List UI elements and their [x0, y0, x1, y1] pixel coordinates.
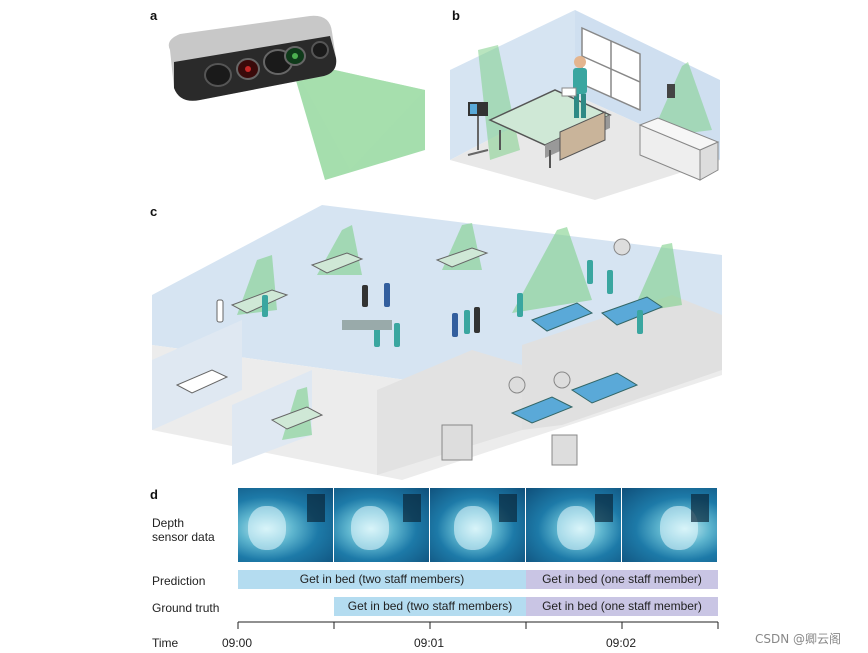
staff-member — [561, 56, 587, 118]
prediction-segment: Get in bed (two staff members) — [238, 570, 526, 589]
operating-room-floor — [522, 295, 722, 430]
beds — [175, 247, 664, 430]
depth-frame — [238, 488, 333, 562]
depth-frame — [334, 488, 429, 562]
hospital-unit-illustration — [152, 205, 722, 480]
prediction-segment: Get in bed (one staff member) — [526, 570, 718, 589]
depth-frame — [430, 488, 525, 562]
monitor-stand — [467, 102, 489, 156]
depth-frame — [622, 488, 717, 562]
equipment — [342, 238, 631, 466]
prediction-row-label: Prediction — [152, 574, 206, 588]
corridor-wall — [377, 350, 522, 475]
panel-label-c: c — [150, 204, 158, 219]
staff-figures — [216, 260, 643, 347]
sensor-cone-left — [478, 45, 520, 160]
time-row-label: Time — [152, 636, 179, 650]
time-tick-label: 09:02 — [606, 636, 637, 650]
panel-label-d: d — [150, 487, 158, 502]
time-tick-label: 09:01 — [414, 636, 445, 650]
patient-room-illustration — [450, 10, 720, 200]
camera-body — [168, 15, 337, 101]
wall-dispenser — [667, 84, 675, 98]
cabinet — [638, 117, 720, 181]
time-axis — [237, 621, 719, 629]
watermark: CSDN @卿云阁 — [755, 632, 842, 646]
room-wall-1 — [152, 320, 242, 430]
depth-sensor-row-label: Depth sensor data — [152, 516, 215, 544]
time-tick-label: 09:00 — [222, 636, 253, 650]
depth-frame — [526, 488, 621, 562]
ground-truth-row-label: Ground truth — [152, 601, 220, 615]
hospital-bed — [488, 89, 612, 168]
room-wall-2 — [232, 370, 312, 465]
ground_truth-segment: Get in bed (one staff member) — [526, 597, 718, 616]
depth-sensor-illustration — [168, 15, 425, 180]
panel-label-b: b — [452, 8, 460, 23]
ground_truth-segment: Get in bed (two staff members) — [334, 597, 526, 616]
sensor-cone-right — [650, 62, 712, 138]
panel-label-a: a — [150, 8, 158, 23]
left-wall — [450, 10, 575, 160]
